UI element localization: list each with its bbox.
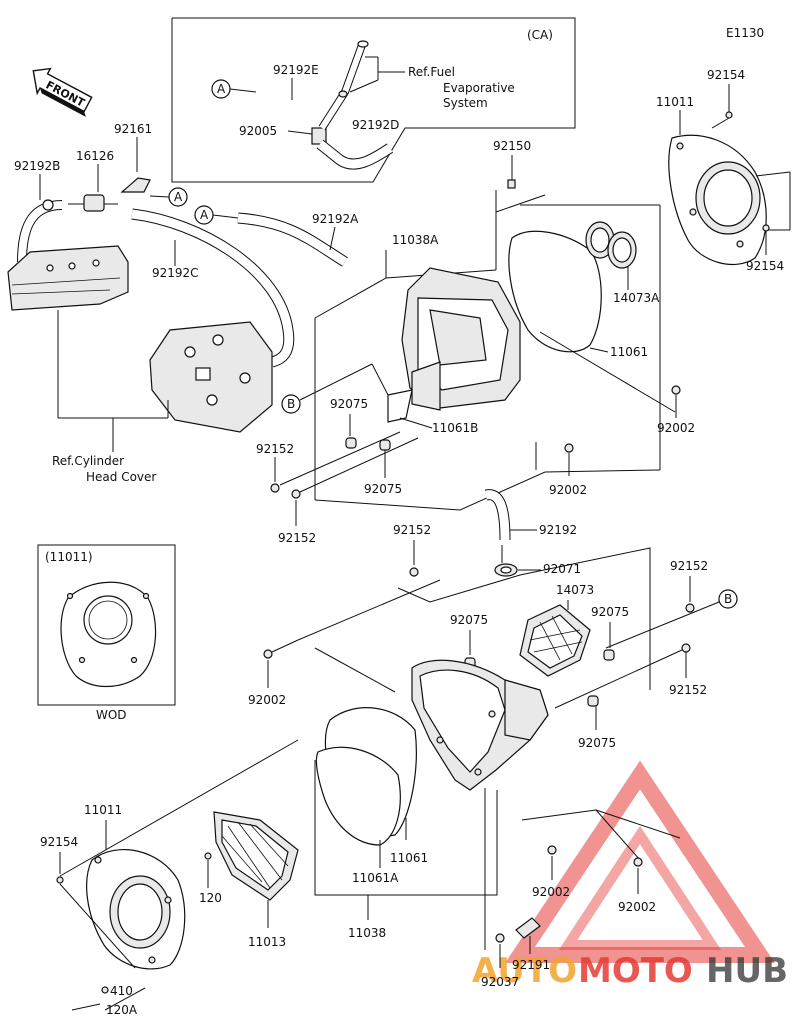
label-92002-d: 92002 [532,885,570,899]
label-92002-e: 92002 [618,900,656,914]
label-92154-top: 92154 [707,68,745,82]
label-14073A: 14073A [613,291,660,305]
label-11061-bottom: 11061 [390,851,428,865]
housing-lower-group: 92192 92071 92152 14073 92152 B [40,489,738,1017]
callout-a3-label: A [200,208,209,222]
gasket-11061 [508,230,602,353]
label-92075-c: 92075 [591,605,629,619]
label-92161: 92161 [114,122,152,136]
seal-11061B [387,389,413,423]
label-92154-bottom: 92154 [40,835,78,849]
label-92154-right: 92154 [746,259,784,273]
label-92152-b: 92152 [278,531,316,545]
callout-b2-label: B [724,592,732,606]
diagram-code: E1130 [726,26,764,40]
duct-14073 [519,604,591,677]
wod-inset: (11011) WOD [37,544,176,722]
label-92002-a: 92002 [657,421,695,435]
connector-92005 [311,127,327,145]
label-92192E: 92192E [273,63,319,77]
wod-inset-title: (11011) [45,550,93,564]
label-92150: 92150 [493,139,531,153]
label-92192: 92192 [539,523,577,537]
label-11038A: 11038A [392,233,439,247]
label-16126: 16126 [76,149,114,163]
callout-b-label: B [287,397,295,411]
cover-top-group: 92154 11011 92154 [656,68,791,273]
label-11011-top: 11011 [656,95,694,109]
filter-element-11013 [213,811,299,901]
watermark-triangle-logo [505,760,775,963]
ref-fuel-line3: System [443,96,488,110]
callout-b-circle [281,394,301,414]
callout-b2-circle [718,589,738,609]
cylinder-head-cover-right [149,321,273,433]
watermark-triangle-inner [558,825,722,950]
seal-11061A [315,746,401,846]
breather-group: 92161 16126 92192B A 92192C A 92192A [7,122,359,484]
label-11061A: 11061A [352,871,399,885]
label-11061: 11061 [610,345,648,359]
label-92075-d: 92075 [450,613,488,627]
ref-cylinder-line2: Head Cover [86,470,156,484]
ca-label: (CA) [527,28,553,42]
label-92005: 92005 [239,124,277,138]
label-11038: 11038 [348,926,386,940]
watermark-text-auto: AUTO [472,951,577,991]
housing-upper-group: 92150 11038A 11061B 11061 14073A [256,139,695,545]
label-11061B: 11061B [432,421,478,435]
label-92152-d: 92152 [670,559,708,573]
label-410: 410 [110,984,133,998]
label-92152-a: 92152 [256,442,294,456]
label-92192B: 92192B [14,159,60,173]
label-92075-b: 92075 [364,482,402,496]
watermark-text-moto: MOTO [578,951,693,991]
label-14073: 14073 [556,583,594,597]
ca-box: (CA) A 92192E 92005 92192D Ref.Fuel Evap… [171,17,576,183]
callout-a-label: A [217,82,226,96]
callout-a2-label: A [174,190,183,204]
label-92002-c: 92002 [248,693,286,707]
label-92002-b: 92002 [549,483,587,497]
label-92192D: 92192D [352,118,399,132]
label-92075-e: 92075 [578,736,616,750]
duct-14073A [585,221,637,269]
watermark-text-hub: HUB [706,951,788,991]
label-92071: 92071 [543,562,581,576]
wod-label: WOD [96,708,127,722]
plug-92191 [515,917,541,939]
ref-fuel-line1: Ref.Fuel [408,65,455,79]
watermark: AUTO MOTO HUB [472,760,788,991]
valve-16126 [83,194,105,212]
label-120A: 120A [106,1003,138,1017]
label-92075-a: 92075 [330,397,368,411]
label-92152-c: 92152 [393,523,431,537]
label-92192C: 92192C [152,266,199,280]
label-92152-e: 92152 [669,683,707,697]
label-11011-bottom: 11011 [84,803,122,817]
clip-92161 [120,177,151,193]
label-92191: 92191 [512,958,550,972]
label-92192A: 92192A [312,212,359,226]
front-arrow-icon: FRONT [32,67,93,117]
label-92037: 92037 [481,975,519,989]
label-120: 120 [199,891,222,905]
label-11013: 11013 [248,935,286,949]
ref-cylinder-line1: Ref.Cylinder [52,454,124,468]
ref-fuel-line2: Evaporative [443,81,515,95]
cylinder-head-cover-left [7,245,129,311]
